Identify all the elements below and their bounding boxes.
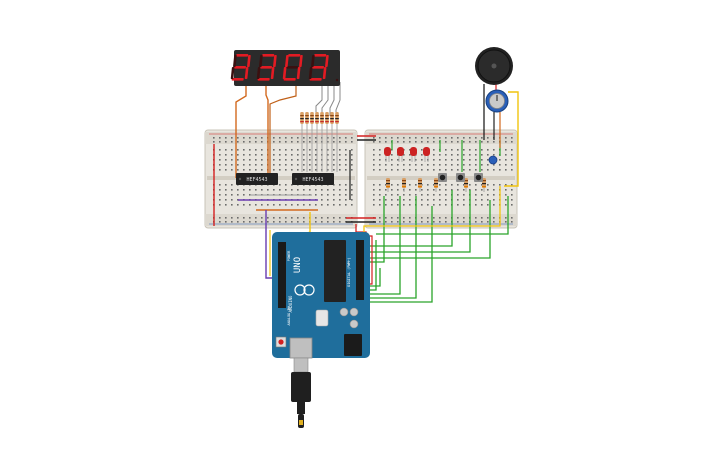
segment-b xyxy=(247,55,251,67)
wire-green-8 xyxy=(376,196,509,235)
push-button-group xyxy=(438,173,483,182)
resistor xyxy=(434,178,438,192)
wire-green-7 xyxy=(366,200,491,259)
arduino-brand-label: ARDUINO xyxy=(288,295,293,312)
display-resistor xyxy=(320,112,324,172)
wire-display-grey-2 xyxy=(321,82,329,116)
segment-d xyxy=(231,78,244,81)
segment-f xyxy=(233,55,237,67)
digit-3 xyxy=(282,54,313,82)
led xyxy=(423,147,430,162)
decimal-point xyxy=(335,78,339,82)
segment-f xyxy=(259,55,263,67)
segment-d xyxy=(309,78,322,81)
digit-1 xyxy=(230,54,261,82)
wire-display-orange-2 xyxy=(265,82,269,178)
arduino-digital-label: DIGITAL (PWM~) xyxy=(347,257,351,287)
chip-left-label: HEF4543 xyxy=(246,177,267,183)
display-resistor xyxy=(330,112,334,172)
resistor xyxy=(402,178,406,192)
wire-green-6 xyxy=(366,190,471,253)
arduino-model-label: UNO xyxy=(293,257,303,273)
segment-b xyxy=(273,55,277,67)
wires xyxy=(213,82,519,303)
segment-g xyxy=(311,66,324,69)
segment-a xyxy=(262,54,275,57)
segment-g xyxy=(259,66,272,69)
resistor xyxy=(418,178,422,192)
wire-display-grey-1 xyxy=(315,82,323,116)
led xyxy=(410,147,417,162)
display-resistor-bank xyxy=(300,112,339,172)
wire-display-orange-3 xyxy=(269,82,297,178)
segment-d xyxy=(257,78,270,81)
display-resistor xyxy=(305,112,309,172)
segment-e xyxy=(282,67,287,79)
chip-left: HEF4543 xyxy=(236,173,278,185)
segment-e xyxy=(256,67,261,79)
segment-c xyxy=(296,67,301,79)
wire-display-grey-3 xyxy=(329,82,335,116)
segment-c xyxy=(270,67,275,79)
wire-display-orange-1 xyxy=(235,82,247,178)
resistor xyxy=(386,178,390,192)
power-jack xyxy=(344,334,362,356)
segment-g xyxy=(285,66,298,69)
display-resistor xyxy=(300,112,304,172)
arduino-analog-label: ANALOG IN xyxy=(287,307,291,326)
segment-a xyxy=(236,54,249,57)
wire-green-5 xyxy=(366,190,453,247)
segment-a xyxy=(314,54,327,57)
wire-display-grey-4 xyxy=(335,82,341,116)
led xyxy=(397,147,404,162)
segment-b xyxy=(325,55,329,67)
arduino-uno-board: UNO ARDUINO DIGITAL (PWM~) ANALOG IN POW… xyxy=(272,232,370,359)
potentiometer xyxy=(485,89,509,113)
segment-a xyxy=(288,54,301,57)
arduino-power-label: POWER xyxy=(287,250,291,261)
segment-e xyxy=(308,67,313,79)
display-resistor xyxy=(325,112,329,172)
breadboard-left xyxy=(204,129,358,229)
usb-cable xyxy=(291,357,311,428)
segment-f xyxy=(311,55,315,67)
push-button xyxy=(474,173,483,182)
segment-g xyxy=(233,66,246,69)
chip-right-label: HEF4543 xyxy=(302,177,323,183)
digital-header xyxy=(356,240,364,300)
push-button xyxy=(438,173,447,182)
power-header xyxy=(278,242,286,308)
display-resistor xyxy=(315,112,319,172)
chip-right: HEF4543 xyxy=(292,173,334,185)
led xyxy=(384,147,391,162)
digit-4 xyxy=(308,54,339,82)
trim-knob xyxy=(488,155,498,165)
seven-segment-display xyxy=(230,50,340,86)
segment-b xyxy=(299,55,303,67)
display-resistor xyxy=(310,112,314,172)
segment-f xyxy=(285,55,289,67)
wire-pot-yellow xyxy=(504,91,519,187)
atmega-chip xyxy=(324,240,346,302)
piezo-buzzer xyxy=(475,47,513,85)
usb-jack xyxy=(289,337,313,359)
led-group xyxy=(384,147,430,162)
display-resistor xyxy=(335,112,339,172)
push-button xyxy=(456,173,465,182)
segment-c xyxy=(244,67,249,79)
segment-e xyxy=(230,67,235,79)
segment-c xyxy=(322,67,327,79)
segment-d xyxy=(283,78,296,81)
resistor-group-right xyxy=(386,178,486,192)
